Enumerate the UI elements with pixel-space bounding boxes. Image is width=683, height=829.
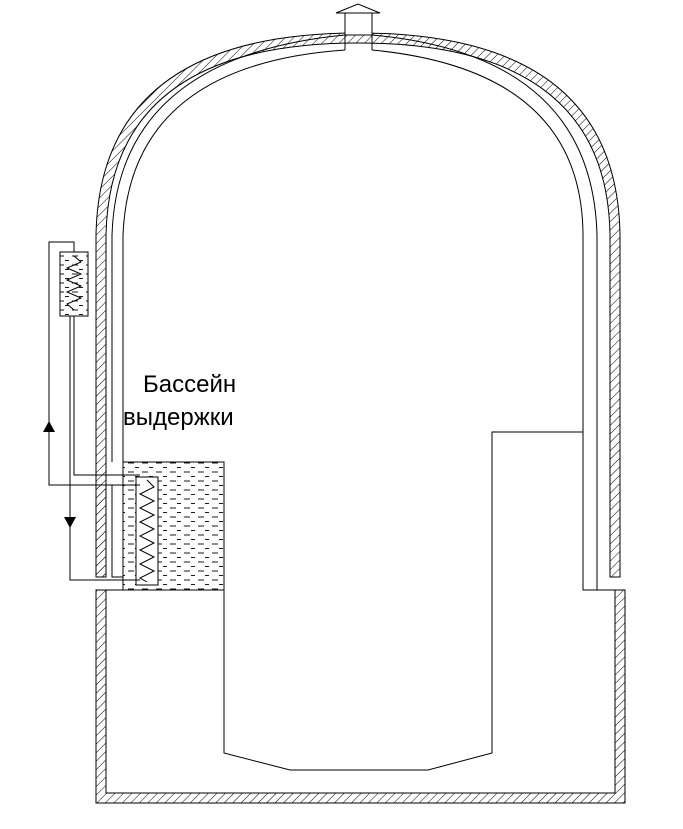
upper-heat-exchanger	[59, 251, 89, 317]
inner-liner-inside	[122, 49, 346, 462]
circulation-loop	[48, 241, 140, 581]
base-outer-hatch	[95, 589, 626, 804]
inner-liner-right	[371, 34, 598, 590]
pool-label-line2: выдержки	[123, 404, 234, 431]
flow-up-arrow	[43, 421, 55, 432]
left-wall-lower	[95, 484, 124, 578]
pool-label-line1: Бассейн	[143, 371, 237, 398]
base-inner	[106, 431, 615, 771]
inner-liner	[111, 34, 346, 462]
top-vent	[335, 3, 381, 50]
flow-down-arrow	[64, 517, 76, 528]
outer-shell-hatch	[95, 32, 621, 578]
pool-heat-exchanger	[135, 476, 159, 586]
inner-liner-right-inside	[371, 49, 584, 432]
